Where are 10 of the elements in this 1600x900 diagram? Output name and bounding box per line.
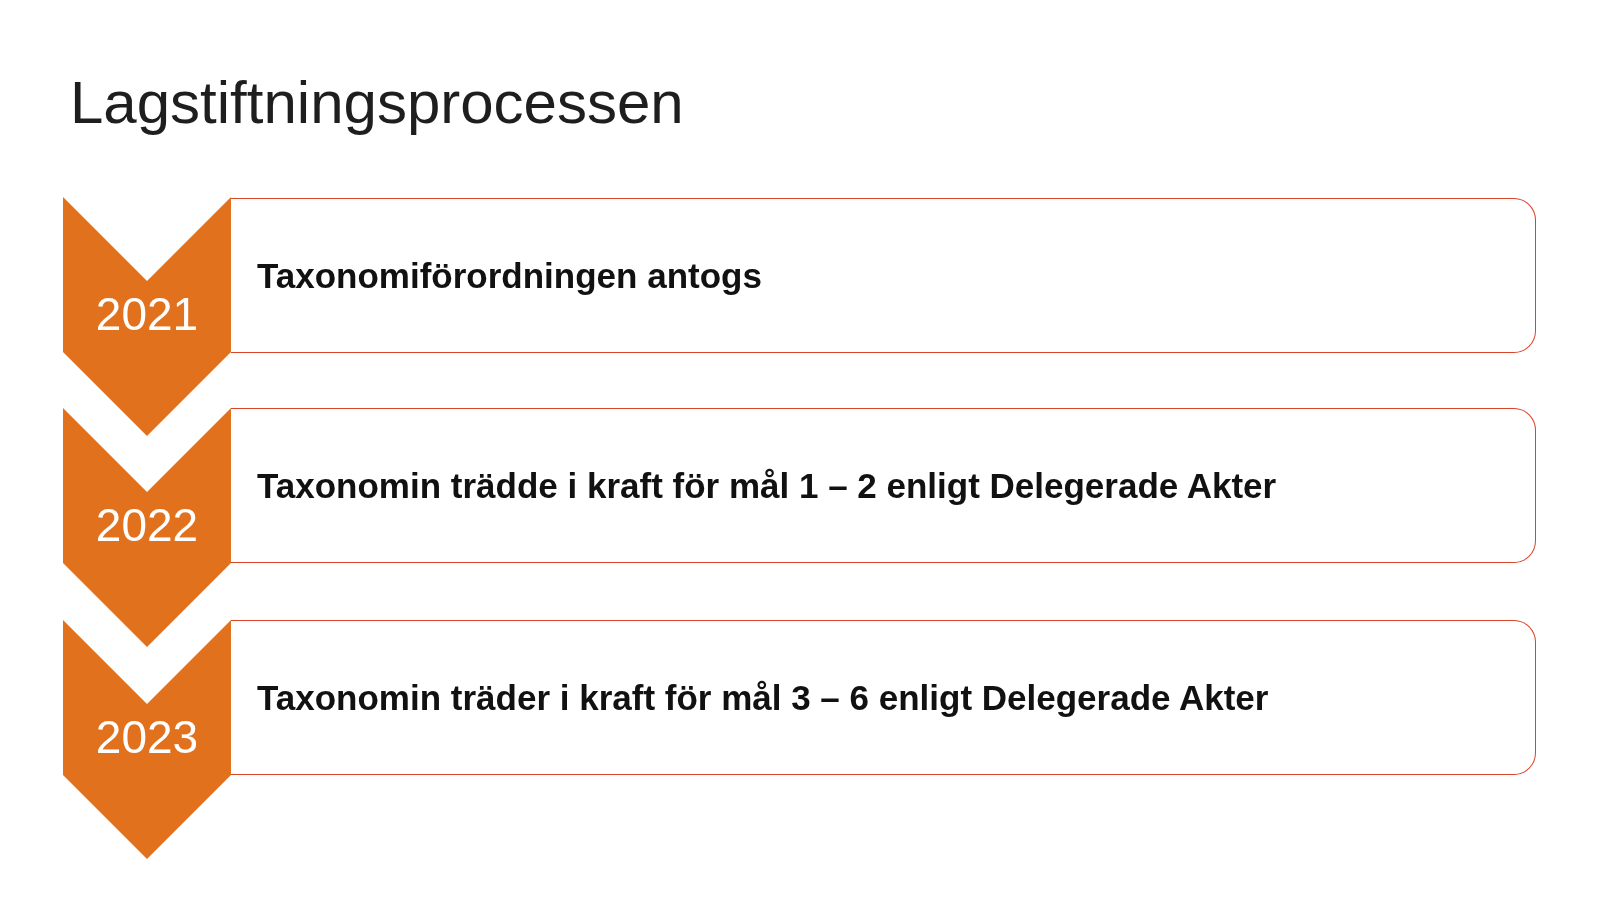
step-box bbox=[231, 620, 1536, 775]
step-text: Taxonomin träder i kraft för mål 3 – 6 enligt Delegerade Akter bbox=[257, 676, 1269, 719]
step-box bbox=[231, 198, 1536, 353]
step-box bbox=[231, 408, 1536, 563]
slide-title: Lagstiftningsprocessen bbox=[70, 70, 684, 136]
year-label: 2023 bbox=[95, 712, 199, 763]
year-label: 2021 bbox=[95, 289, 199, 340]
year-label: 2022 bbox=[95, 500, 199, 551]
step-text: Taxonomin trädde i kraft för mål 1 – 2 enligt Delegerade Akter bbox=[257, 464, 1277, 507]
step-text: Taxonomiförordningen antogs bbox=[257, 254, 762, 297]
